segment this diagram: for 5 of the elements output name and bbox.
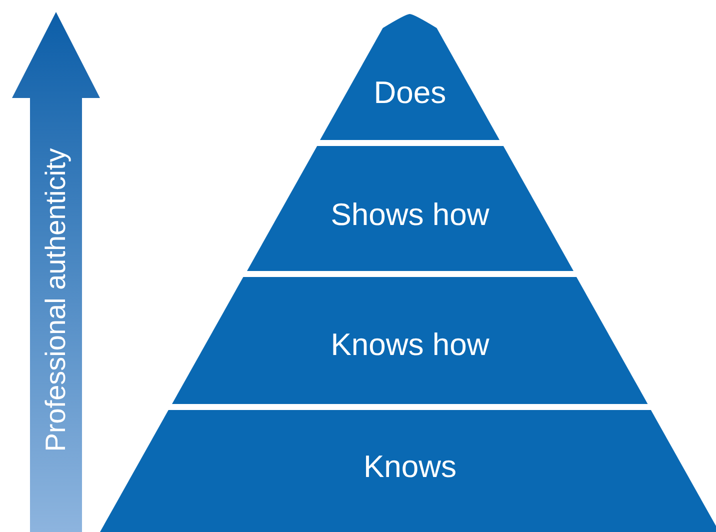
level-label: Does (374, 75, 446, 111)
arrow-label: Professional authenticity (40, 148, 72, 452)
level-label: Knows how (330, 327, 490, 363)
level-label: Knows (363, 449, 456, 485)
level-label: Shows how (330, 197, 490, 233)
